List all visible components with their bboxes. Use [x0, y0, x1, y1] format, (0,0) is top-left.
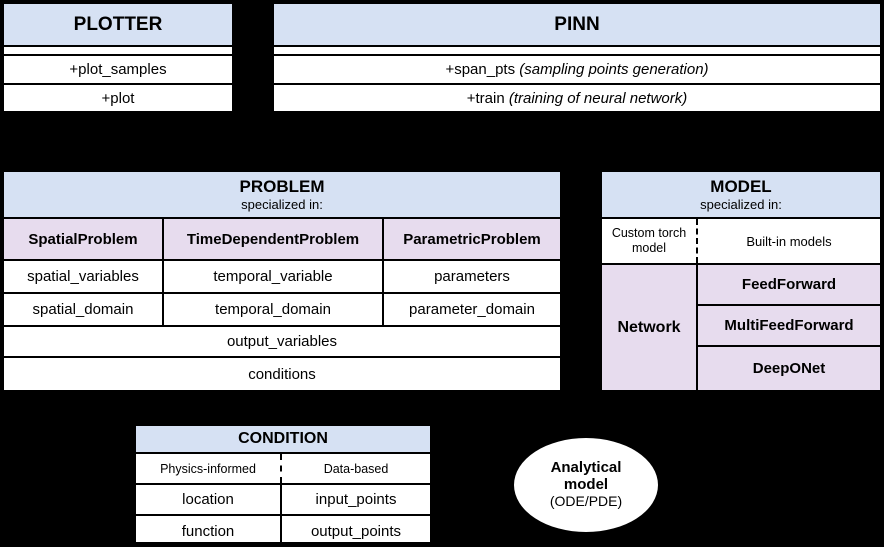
pinn-header: PINN: [274, 4, 880, 47]
condition-cell-1-0: function: [136, 516, 282, 546]
pinn-class-box: PINN +span_pts (sampling points generati…: [272, 2, 882, 113]
model-builtin-stack: FeedForward MultiFeedForward DeepONet: [698, 265, 880, 390]
pinn-method-0-name: +span_pts: [445, 61, 516, 78]
problem-attr-0-0-label: spatial_variables: [27, 268, 139, 285]
problem-attr-1-2: parameter_domain: [384, 294, 560, 325]
plotter-method-0: +plot_samples: [4, 56, 232, 83]
problem-attr-1-0: spatial_domain: [4, 294, 164, 325]
problem-subclass-1-label: TimeDependentProblem: [186, 230, 360, 248]
condition-cell-1-1-label: output_points: [310, 522, 402, 540]
pinn-method-0-note: (sampling points generation): [519, 61, 709, 78]
condition-cell-1-1: output_points: [282, 516, 430, 546]
problem-attribute-row-1: spatial_domain temporal_domain parameter…: [4, 294, 560, 327]
model-subtitle: specialized in:: [700, 197, 782, 212]
model-class-box: MODEL specialized in: Custom torch model…: [600, 170, 882, 392]
condition-cell-0-0-label: location: [182, 491, 234, 508]
problem-shared-row-1-label: conditions: [248, 365, 316, 383]
plotter-header: PLOTTER: [4, 4, 232, 47]
condition-title: CONDITION: [238, 430, 328, 447]
condition-column-1: Data-based: [282, 454, 430, 483]
problem-attr-0-2: parameters: [384, 261, 560, 292]
problem-subtitle: specialized in:: [241, 197, 323, 212]
problem-subclass-1: TimeDependentProblem: [164, 219, 384, 259]
problem-attr-1-0-label: spatial_domain: [32, 301, 134, 318]
condition-cell-1-0-label: function: [181, 522, 235, 540]
problem-attr-0-2-label: parameters: [434, 268, 510, 285]
model-builtin-1-label: MultiFeedForward: [724, 317, 854, 334]
condition-class-box: CONDITION Physics-informed Data-based lo…: [134, 424, 432, 546]
plotter-empty-row: [4, 47, 232, 56]
model-header: MODEL specialized in:: [602, 172, 880, 219]
connector-pinn-diamond: [569, 111, 581, 125]
condition-column-1-label: Data-based: [323, 461, 389, 476]
analytical-model-line2: model: [563, 476, 609, 494]
problem-attr-0-0: spatial_variables: [4, 261, 164, 292]
problem-subclass-row: SpatialProblem TimeDependentProblem Para…: [4, 219, 560, 261]
problem-attr-1-1: temporal_domain: [164, 294, 384, 325]
problem-attr-1-2-label: parameter_domain: [409, 301, 535, 318]
problem-attr-0-1-label: temporal_variable: [213, 268, 333, 285]
model-body: Network FeedForward MultiFeedForward Dee…: [602, 265, 880, 390]
model-column-header-row: Custom torch model Built-in models: [602, 219, 880, 265]
condition-cell-0-1: input_points: [282, 485, 430, 514]
problem-subclass-0: SpatialProblem: [4, 219, 164, 259]
condition-cell-0-0: location: [136, 485, 282, 514]
plotter-method-1-label: +plot: [101, 89, 135, 107]
problem-shared-row-0: output_variables: [4, 327, 560, 358]
model-builtin-0-label: FeedForward: [741, 276, 837, 293]
model-column-0-label: Custom torch model: [611, 226, 687, 255]
pinn-method-0: +span_pts (sampling points generation): [274, 56, 880, 83]
model-title: MODEL: [710, 177, 772, 196]
problem-shared-row-0-label: output_variables: [226, 333, 338, 350]
model-custom-network-label: Network: [617, 318, 681, 336]
problem-header: PROBLEM specialized in:: [4, 172, 560, 219]
condition-column-0: Physics-informed: [136, 454, 282, 483]
model-custom-network-cell: Network: [602, 265, 698, 390]
analytical-model-line1: Analytical: [550, 459, 622, 477]
pinn-title: PINN: [554, 13, 600, 35]
connector-analytical-condition-arrowhead: [435, 475, 453, 489]
model-builtin-2-label: DeepONet: [752, 360, 826, 377]
problem-subclass-2-label: ParametricProblem: [403, 230, 541, 248]
problem-title: PROBLEM: [239, 177, 325, 196]
pinn-empty-row: [274, 47, 880, 56]
model-column-0: Custom torch model: [602, 219, 698, 263]
model-builtin-2: DeepONet: [698, 347, 880, 390]
plotter-method-1: +plot: [4, 83, 232, 111]
model-builtin-0: FeedForward: [698, 265, 880, 306]
condition-cell-0-1-label: input_points: [315, 491, 397, 508]
plotter-title: PLOTTER: [73, 13, 163, 35]
problem-class-box: PROBLEM specialized in: SpatialProblem T…: [2, 170, 562, 392]
model-column-1: Built-in models: [698, 219, 880, 263]
pinn-method-1-name: +train: [466, 89, 505, 107]
condition-row-1: function output_points: [136, 516, 430, 546]
problem-shared-row-1: conditions: [4, 358, 560, 390]
problem-subclass-2: ParametricProblem: [384, 219, 560, 259]
condition-header: CONDITION: [136, 426, 430, 454]
condition-column-header-row: Physics-informed Data-based: [136, 454, 430, 485]
problem-attr-1-1-label: temporal_domain: [215, 301, 331, 318]
connector-problem-condition-diamond: [277, 391, 289, 405]
plotter-class-box: PLOTTER +plot_samples +plot: [2, 2, 234, 113]
problem-attr-0-1: temporal_variable: [164, 261, 384, 292]
problem-subclass-0-label: SpatialProblem: [28, 230, 138, 248]
model-column-1-label: Built-in models: [746, 233, 832, 249]
analytical-model-line3: (ODE/PDE): [549, 492, 623, 509]
model-builtin-1: MultiFeedForward: [698, 306, 880, 347]
plotter-method-0-label: +plot_samples: [69, 61, 167, 78]
problem-attribute-row-0: spatial_variables temporal_variable para…: [4, 261, 560, 294]
condition-column-0-label: Physics-informed: [160, 461, 256, 476]
pinn-method-1: +train (training of neural network): [274, 83, 880, 111]
condition-row-0: location input_points: [136, 485, 430, 516]
pinn-method-1-note: (training of neural network): [508, 89, 688, 107]
connector-plotter-pinn-diamond: [232, 53, 246, 63]
analytical-model-ellipse: Analytical model (ODE/PDE): [512, 436, 660, 534]
